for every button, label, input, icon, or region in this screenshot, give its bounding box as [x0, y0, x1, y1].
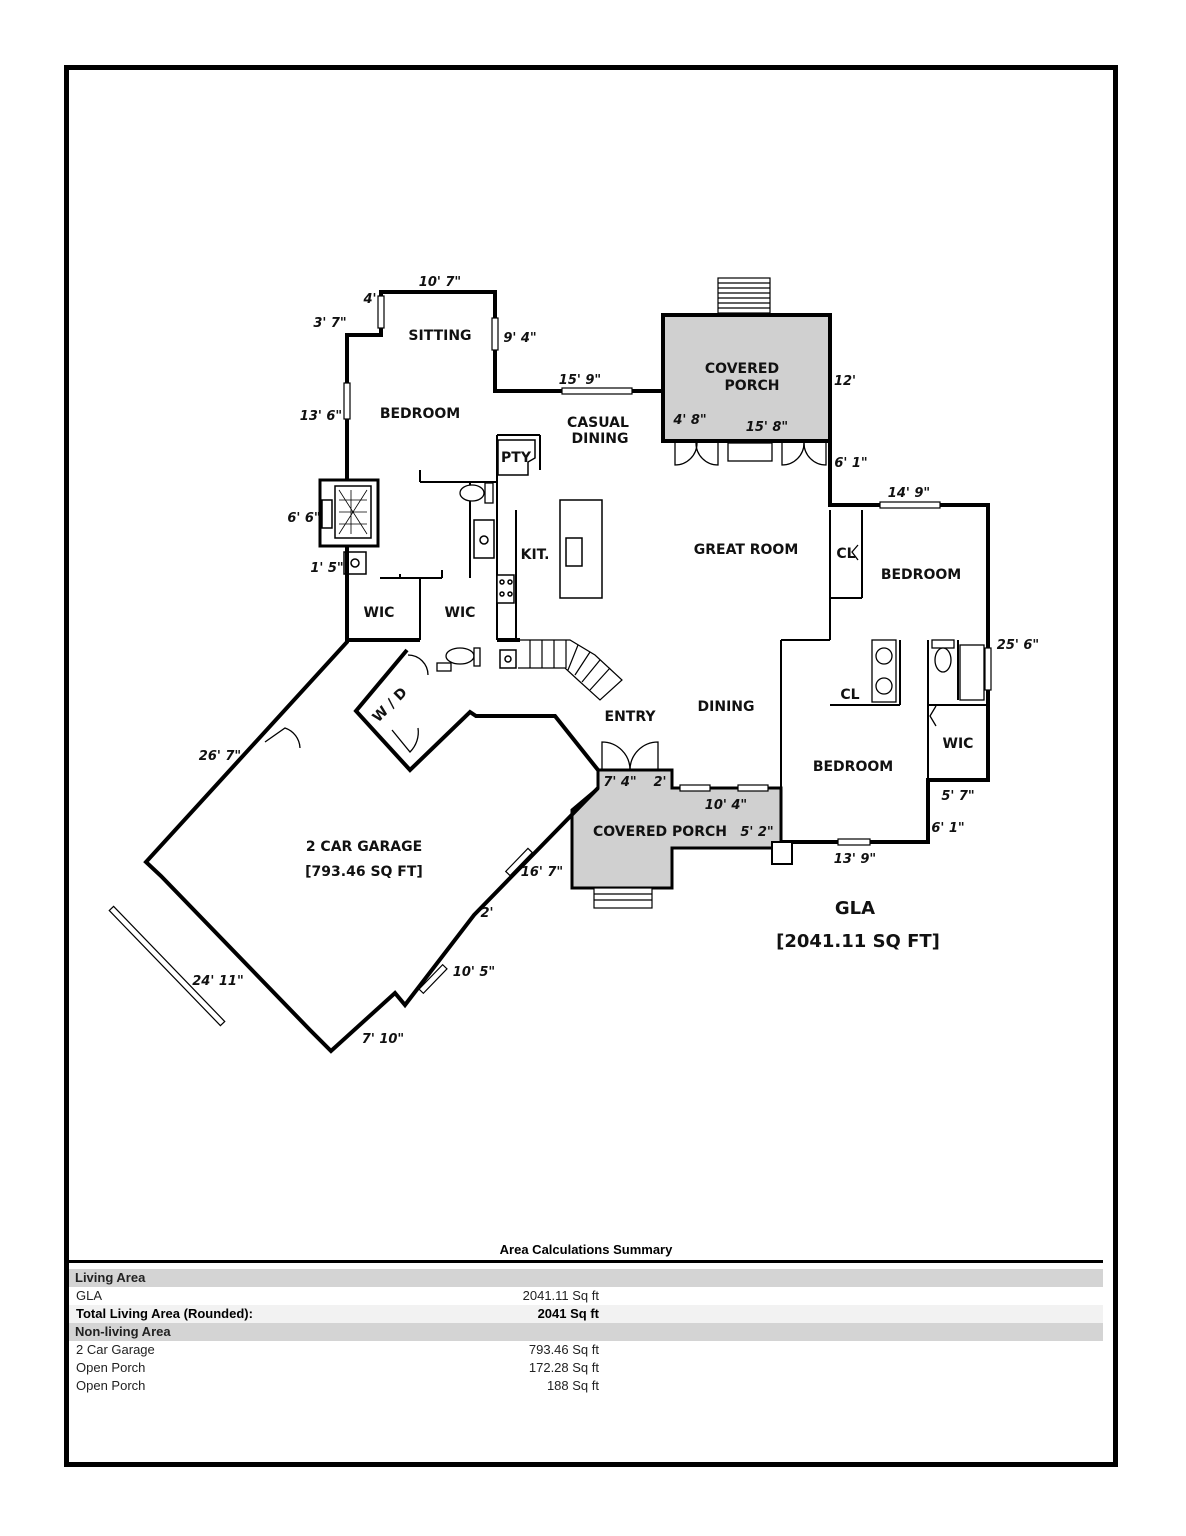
- row-name: GLA: [76, 1288, 103, 1303]
- dim-label: 16' 7": [521, 865, 563, 880]
- dim-label: 2': [480, 906, 493, 921]
- row-name: Total Living Area (Rounded):: [76, 1306, 253, 1321]
- row-name: Open Porch: [76, 1360, 146, 1375]
- garage-interior-wall: [353, 648, 600, 773]
- dimension-labels: 10' 7" 4' 3' 7" 9' 4" 15' 9" 13' 6" 6' 6…: [192, 275, 1039, 1047]
- dim-label: 4' 8": [672, 413, 706, 428]
- dim-label: 14' 9": [888, 486, 930, 501]
- dim-label: 15' 9": [559, 373, 601, 388]
- row-value: 2041.11 Sq ft: [522, 1288, 599, 1303]
- section-living-area: Living Area: [69, 1269, 1103, 1287]
- dim-label: 7' 4": [603, 775, 636, 790]
- dim-label: 6' 1": [834, 456, 867, 471]
- table-row: 2 Car Garage 793.46 Sq ft: [69, 1341, 1103, 1359]
- label-bedroom-e: BEDROOM: [881, 567, 961, 583]
- toilets: [436, 482, 985, 703]
- dim-label: 2': [653, 775, 666, 790]
- label-pantry: PTY: [501, 450, 532, 466]
- label-casual-dining: DINING: [572, 431, 629, 447]
- label-closet-2: CL: [840, 687, 859, 703]
- label-kitchen: KIT.: [521, 547, 550, 563]
- dim-label: 15' 8": [746, 420, 788, 435]
- label-casual: CASUAL: [567, 415, 629, 431]
- dim-label: 12': [834, 374, 856, 389]
- row-name: Open Porch: [76, 1378, 146, 1393]
- label-washer-dryer: W / D: [370, 685, 411, 726]
- table-row: Open Porch 172.28 Sq ft: [69, 1359, 1103, 1377]
- label-porch-top: PORCH: [725, 378, 780, 394]
- row-value: 793.46 Sq ft: [528, 1342, 599, 1357]
- dim-label: 5' 7": [941, 789, 974, 804]
- table-row-total: Total Living Area (Rounded): 2041 Sq ft: [69, 1305, 1103, 1323]
- label-wic-1: WIC: [364, 605, 395, 621]
- dim-label: 6' 6": [287, 511, 320, 526]
- row-value: 172.28 Sq ft: [528, 1360, 599, 1375]
- chimney: [717, 277, 771, 314]
- dim-label: 13' 6": [300, 409, 342, 424]
- section-non-living-area: Non-living Area: [69, 1323, 1103, 1341]
- fireplace: [318, 478, 380, 575]
- kitchen-fixtures: [473, 439, 603, 669]
- label-wic-2: WIC: [445, 605, 476, 621]
- label-covered-porch-bottom: COVERED PORCH: [593, 824, 727, 840]
- dim-label: 10' 5": [453, 965, 495, 980]
- label-sitting: SITTING: [408, 328, 471, 344]
- dim-label: 10' 7": [419, 275, 461, 290]
- label-dining: DINING: [698, 699, 755, 715]
- label-bedroom-se: BEDROOM: [813, 759, 893, 775]
- dim-label: 3' 7": [313, 316, 346, 331]
- gla-value: [2041.11 SQ FT]: [776, 931, 940, 952]
- dim-label: 25' 6": [997, 638, 1039, 653]
- label-great-room: GREAT ROOM: [694, 542, 799, 558]
- table-row: GLA 2041.11 Sq ft: [69, 1287, 1103, 1305]
- dim-label: 24' 11": [192, 974, 243, 989]
- summary-title: Area Calculations Summary: [499, 1242, 673, 1257]
- dim-label: 26' 7": [199, 749, 241, 764]
- dim-label: 4': [362, 292, 376, 307]
- label-entry: ENTRY: [605, 709, 657, 725]
- gla-label: GLA: [835, 898, 875, 919]
- windows: [108, 295, 992, 1027]
- covered-porch-top-fill: [661, 313, 832, 443]
- doors: [264, 442, 937, 865]
- covered-porch-bottom-fill: [570, 768, 783, 890]
- dim-label: 7' 10": [362, 1032, 404, 1047]
- table-row: Open Porch 188 Sq ft: [69, 1377, 1103, 1395]
- label-garage: 2 CAR GARAGE: [306, 839, 422, 855]
- dim-label: 6' 1": [931, 821, 964, 836]
- dim-label: 5' 2": [740, 825, 773, 840]
- label-covered-porch-top: COVERED: [705, 361, 779, 377]
- row-name: 2 Car Garage: [76, 1342, 155, 1357]
- label-garage-area: [793.46 SQ FT]: [305, 864, 423, 880]
- area-summary-table: Living Area GLA 2041.11 Sq ft Total Livi…: [69, 1260, 1103, 1395]
- row-value: 2041 Sq ft: [537, 1306, 599, 1321]
- label-closet-1: CL: [836, 546, 855, 562]
- label-bedroom-nw: BEDROOM: [380, 406, 460, 422]
- staircase: [518, 639, 623, 701]
- porch-steps: [593, 887, 653, 909]
- dim-label: 10' 4": [705, 798, 747, 813]
- label-wic-3: WIC: [943, 736, 974, 752]
- dim-label: 13' 9": [834, 852, 876, 867]
- page-frame: [64, 65, 1118, 1467]
- dim-label: 9' 4": [503, 331, 536, 346]
- row-value: 188 Sq ft: [546, 1378, 599, 1393]
- dim-label: 1' 5": [310, 561, 343, 576]
